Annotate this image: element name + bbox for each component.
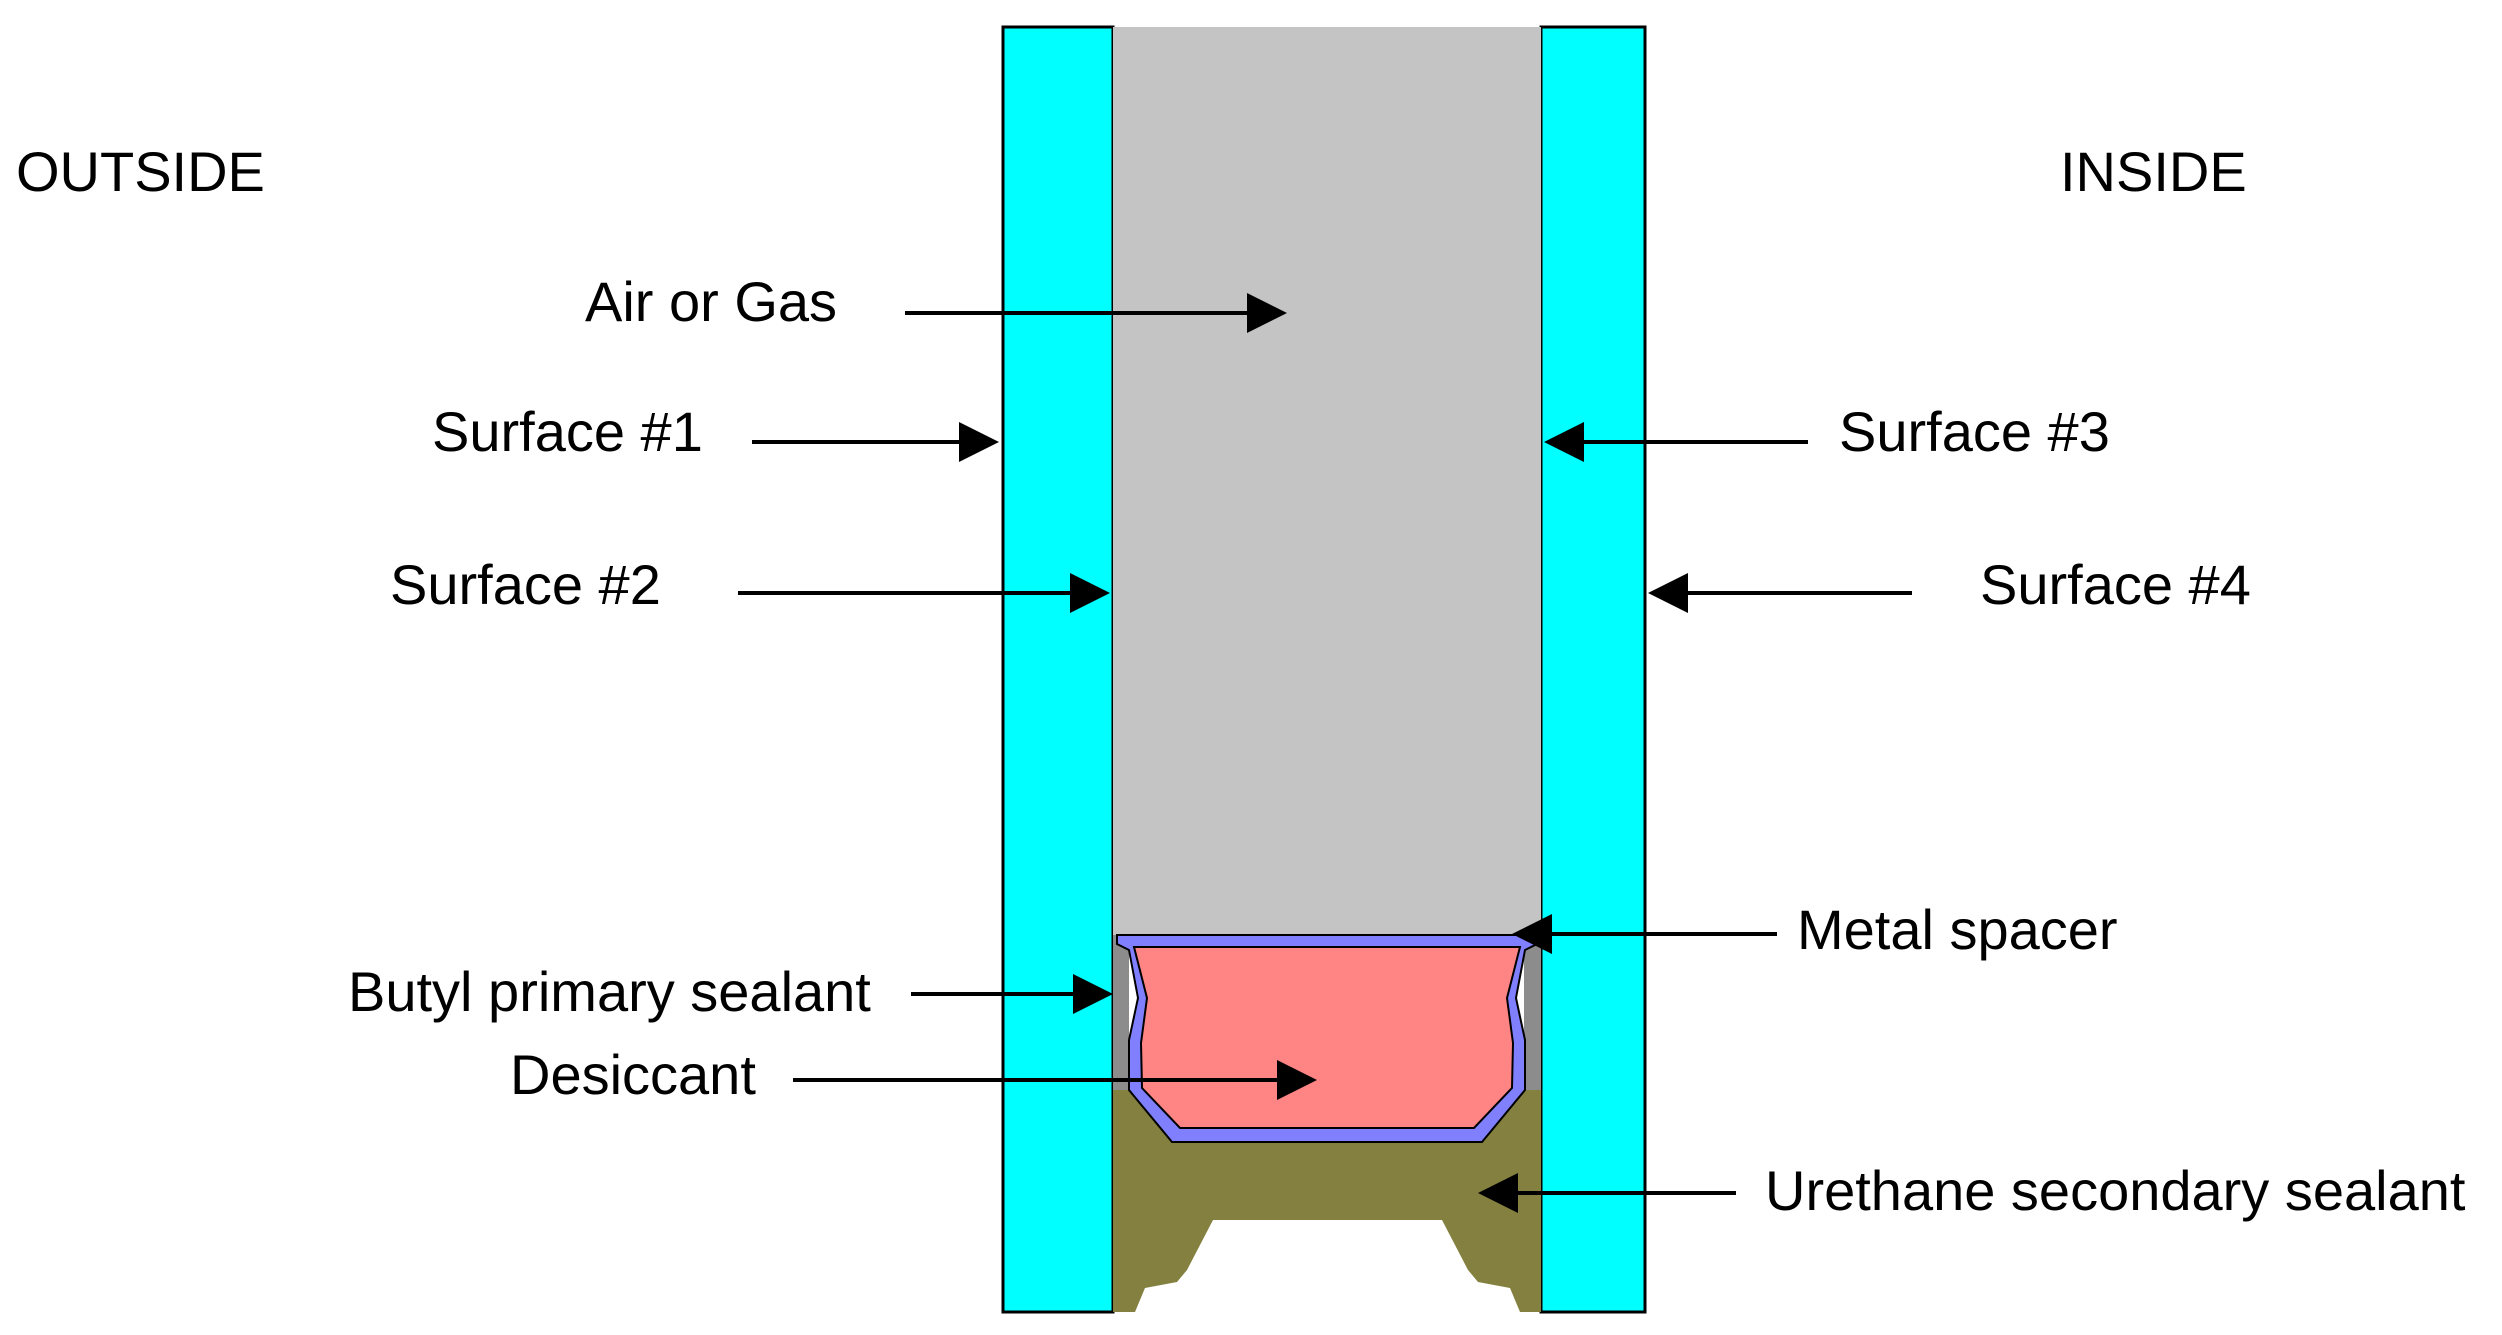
butyl-sealant-right: [1524, 935, 1541, 1090]
urethane-secondary-sealant-label: Urethane secondary sealant: [1765, 1159, 2466, 1222]
metal-spacer-label: Metal spacer: [1797, 898, 2118, 961]
air-or-gas-label: Air or Gas: [585, 270, 837, 333]
air-gas-cavity: [1113, 27, 1541, 935]
butyl-sealant-left: [1113, 935, 1129, 1090]
desiccant: [1132, 946, 1522, 1129]
desiccant-label: Desiccant: [510, 1043, 756, 1106]
outside-label: OUTSIDE: [16, 140, 265, 203]
inside-label: INSIDE: [2060, 140, 2247, 203]
surface-1-label: Surface #1: [432, 400, 703, 463]
outer-glass-pane: [1001, 25, 1115, 1314]
surface-2-label: Surface #2: [390, 553, 661, 616]
inner-glass-pane: [1539, 25, 1647, 1314]
butyl-primary-sealant-label: Butyl primary sealant: [348, 960, 871, 1023]
surface-3-label: Surface #3: [1839, 400, 2110, 463]
urethane-secondary-sealant: [1113, 1090, 1541, 1312]
surface-4-label: Surface #4: [1980, 553, 2251, 616]
